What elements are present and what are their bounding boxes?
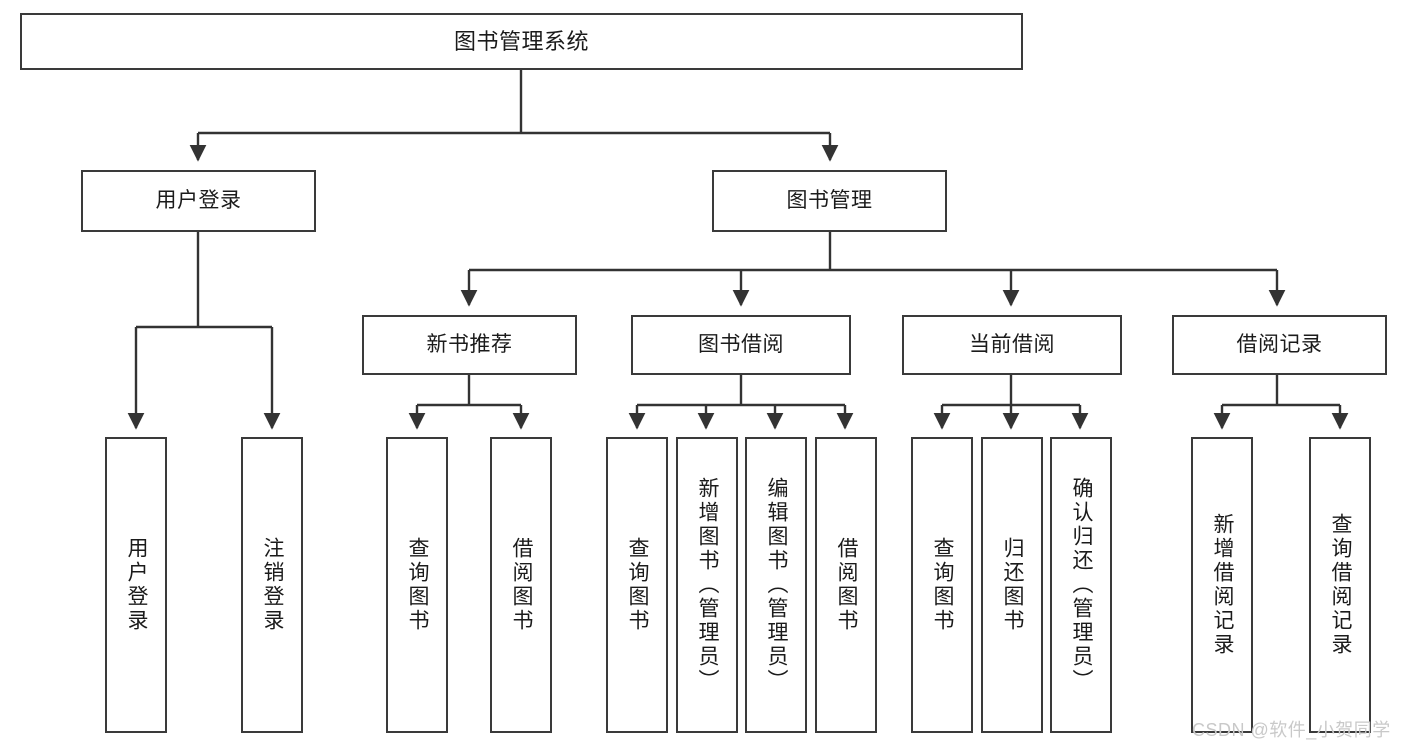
- node-label: 新书推荐: [426, 333, 513, 357]
- leaf-edit-book-admin[interactable]: 编辑图书（管理员）: [745, 437, 807, 733]
- node-borrowing-record[interactable]: 借阅记录: [1172, 315, 1387, 375]
- node-label: 借阅图书: [835, 537, 859, 633]
- leaf-borrow-book-borrowing[interactable]: 借阅图书: [815, 437, 877, 733]
- leaf-logout[interactable]: 注销登录: [241, 437, 303, 733]
- node-label: 查询图书: [931, 537, 955, 633]
- leaf-confirm-return-admin[interactable]: 确认归还（管理员）: [1050, 437, 1112, 733]
- node-label: 注销登录: [261, 537, 285, 633]
- watermark: CSDN @软件_小贺同学: [1192, 720, 1391, 740]
- leaf-add-book-admin[interactable]: 新增图书（管理员）: [676, 437, 738, 733]
- leaf-borrow-book-recommendation[interactable]: 借阅图书: [490, 437, 552, 733]
- node-current-borrowing[interactable]: 当前借阅: [902, 315, 1122, 375]
- leaf-return-book[interactable]: 归还图书: [981, 437, 1043, 733]
- node-label: 借阅记录: [1236, 333, 1323, 357]
- node-label: 用户登录: [155, 189, 242, 213]
- node-book-borrowing[interactable]: 图书借阅: [631, 315, 851, 375]
- node-new-book-recommendation[interactable]: 新书推荐: [362, 315, 577, 375]
- node-label: 新增图书（管理员）: [696, 477, 720, 693]
- node-label: 查询借阅记录: [1329, 513, 1353, 657]
- node-label: 归还图书: [1001, 537, 1025, 633]
- node-root-book-management-system[interactable]: 图书管理系统: [20, 13, 1023, 70]
- node-book-management[interactable]: 图书管理: [712, 170, 947, 232]
- leaf-query-book-borrowing[interactable]: 查询图书: [606, 437, 668, 733]
- node-label: 当前借阅: [969, 333, 1055, 357]
- leaf-query-book-recommendation[interactable]: 查询图书: [386, 437, 448, 733]
- node-user-login[interactable]: 用户登录: [81, 170, 316, 232]
- node-label: 借阅图书: [510, 537, 534, 633]
- leaf-query-book-current[interactable]: 查询图书: [911, 437, 973, 733]
- node-label: 用户登录: [125, 537, 149, 633]
- node-label: 确认归还（管理员）: [1070, 477, 1094, 693]
- node-label: 图书管理: [786, 189, 873, 213]
- node-label: 图书借阅: [698, 333, 784, 357]
- leaf-add-borrowing-record[interactable]: 新增借阅记录: [1191, 437, 1253, 733]
- leaf-user-login[interactable]: 用户登录: [105, 437, 167, 733]
- node-label: 查询图书: [626, 537, 650, 633]
- node-label: 查询图书: [406, 537, 430, 633]
- leaf-query-borrowing-record[interactable]: 查询借阅记录: [1309, 437, 1371, 733]
- node-label: 新增借阅记录: [1211, 513, 1235, 657]
- node-label: 图书管理系统: [453, 28, 589, 54]
- node-label: 编辑图书（管理员）: [765, 477, 789, 693]
